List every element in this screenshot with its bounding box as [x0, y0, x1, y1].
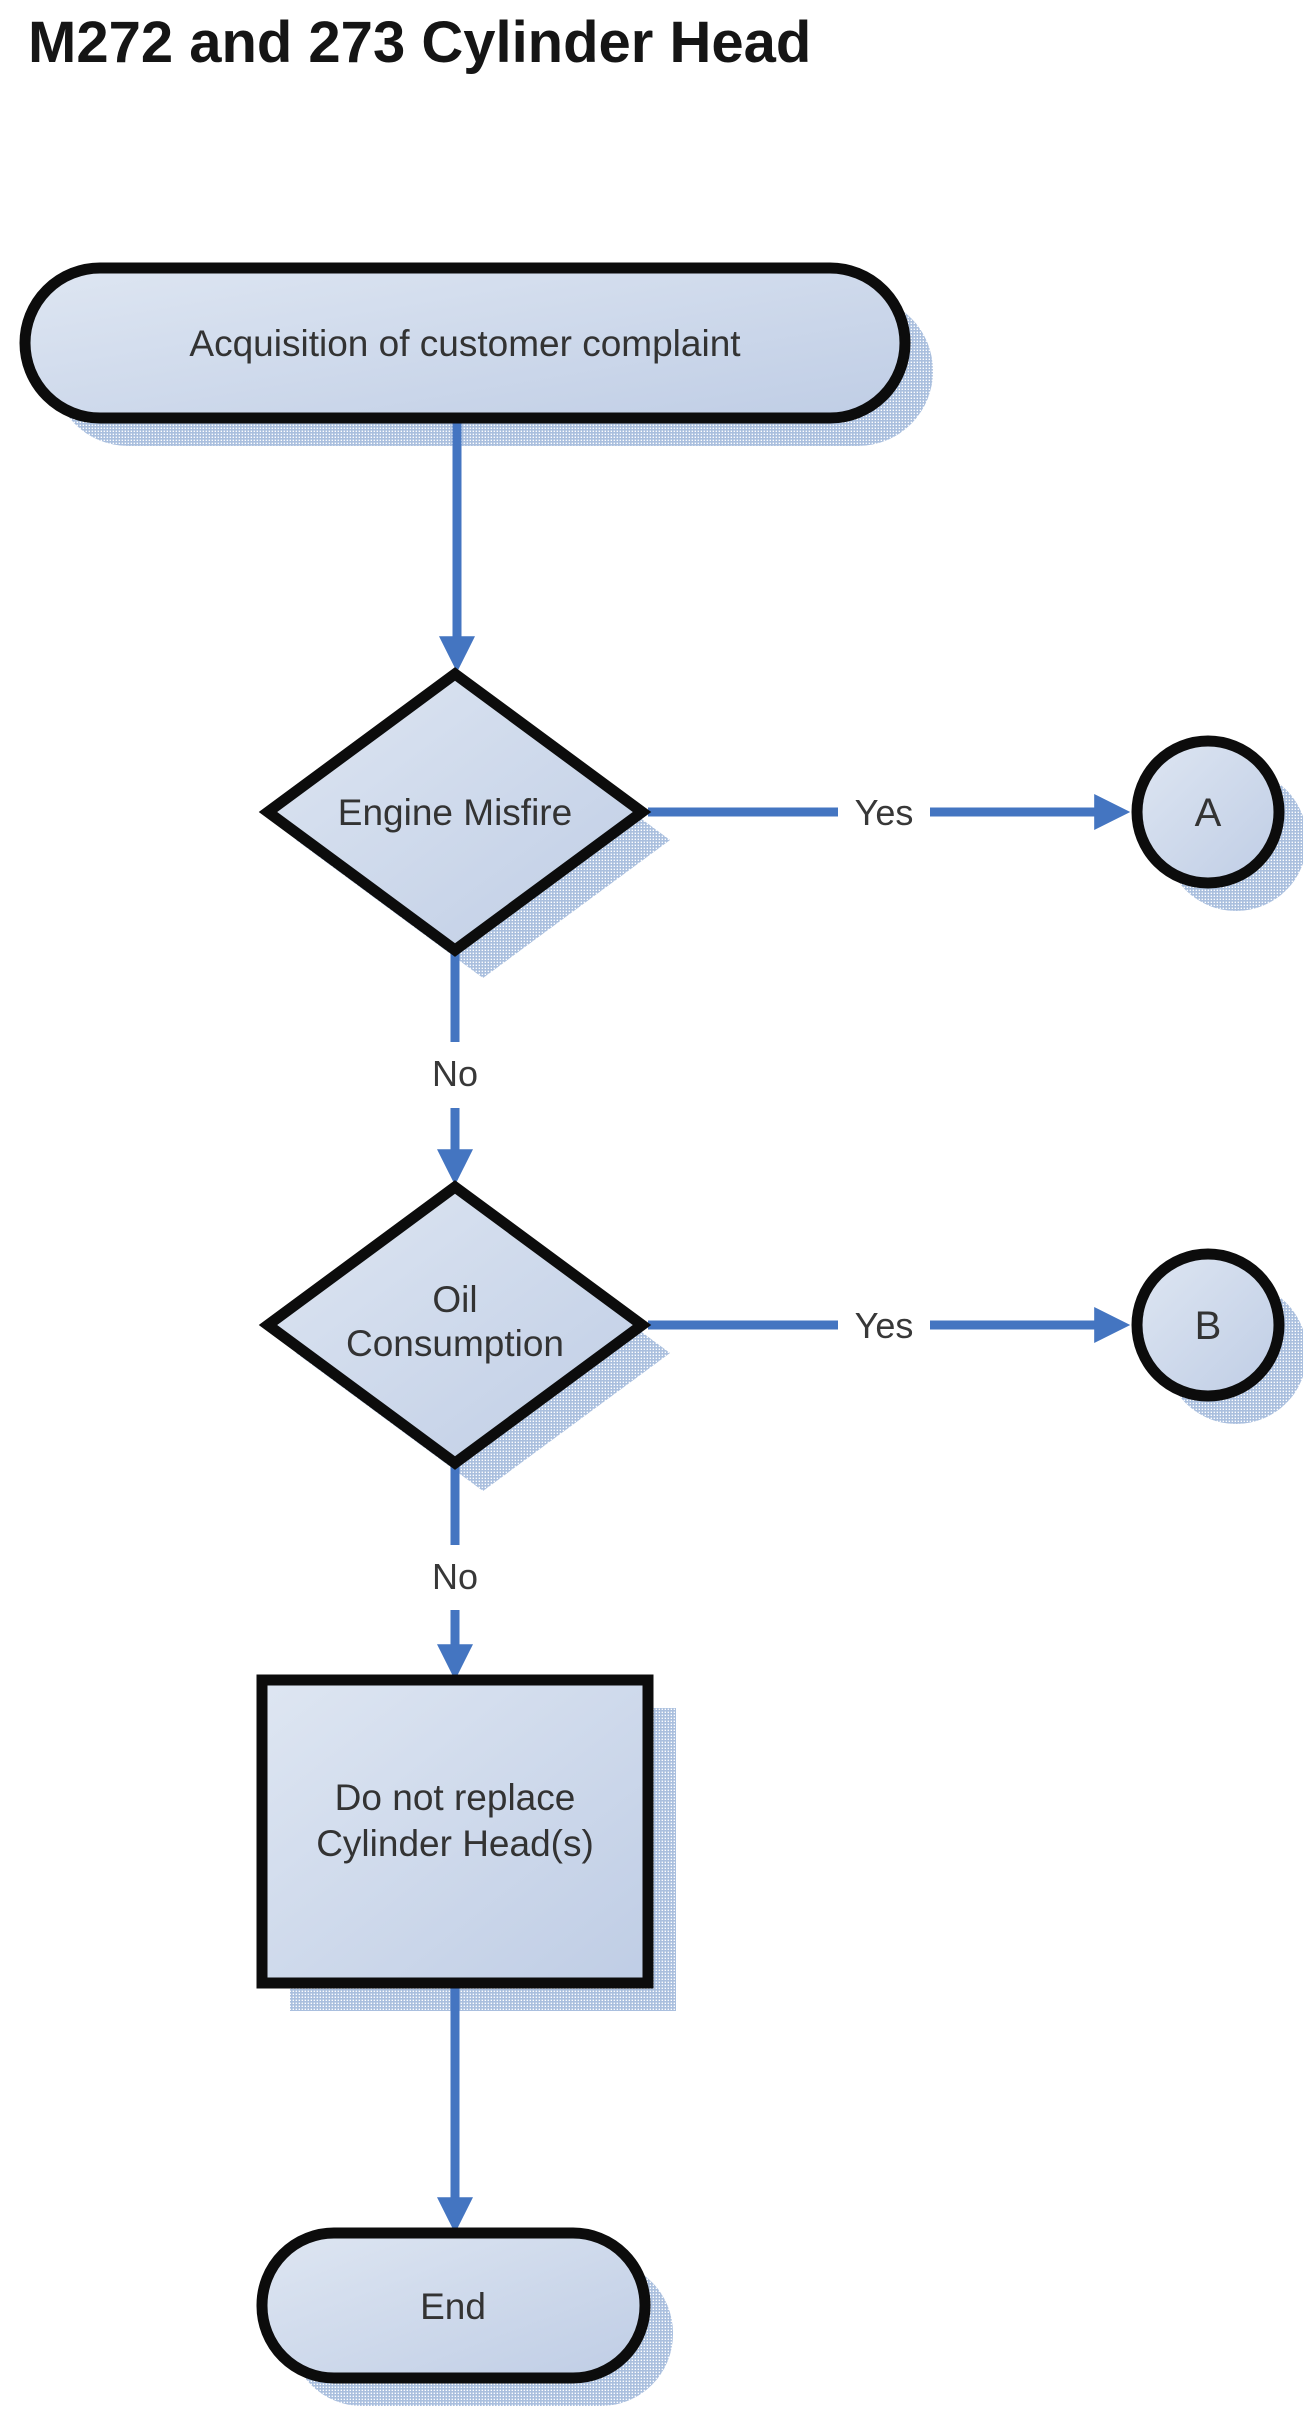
start-terminator — [19, 262, 911, 424]
end-terminator-label: End — [420, 2286, 486, 2327]
process-do-not-replace — [256, 1674, 654, 1989]
process-do-not-replace-label-line2: Cylinder Head(s) — [316, 1823, 594, 1864]
decision-engine-misfire-label: Engine Misfire — [338, 792, 572, 833]
page-title: M272 and 273 Cylinder Head — [28, 10, 811, 75]
decision-oil-consumption — [258, 1180, 652, 1470]
shape-shadows — [53, 296, 1303, 2406]
connector-b — [1131, 1248, 1285, 1402]
decision-engine-misfire — [258, 667, 652, 957]
edge-oil-no-label: No — [432, 1556, 478, 1597]
process-do-not-replace-label-line1: Do not replace — [335, 1777, 576, 1818]
edge-oil-yes-label: Yes — [855, 1305, 914, 1346]
connector-b-label: B — [1195, 1304, 1222, 1348]
flow-edges — [437, 420, 1131, 2234]
edge-misfire-yes-label: Yes — [855, 792, 914, 833]
end-terminator — [256, 2227, 651, 2384]
connector-a-label: A — [1195, 791, 1222, 835]
start-terminator-label: Acquisition of customer complaint — [189, 323, 741, 364]
decision-oil-consumption-label-line1: Oil — [432, 1279, 477, 1320]
decision-oil-consumption-label-line2: Consumption — [346, 1323, 564, 1364]
flow-nodes — [19, 262, 1285, 2384]
edge-misfire-no-label: No — [432, 1053, 478, 1094]
connector-a — [1131, 735, 1285, 889]
